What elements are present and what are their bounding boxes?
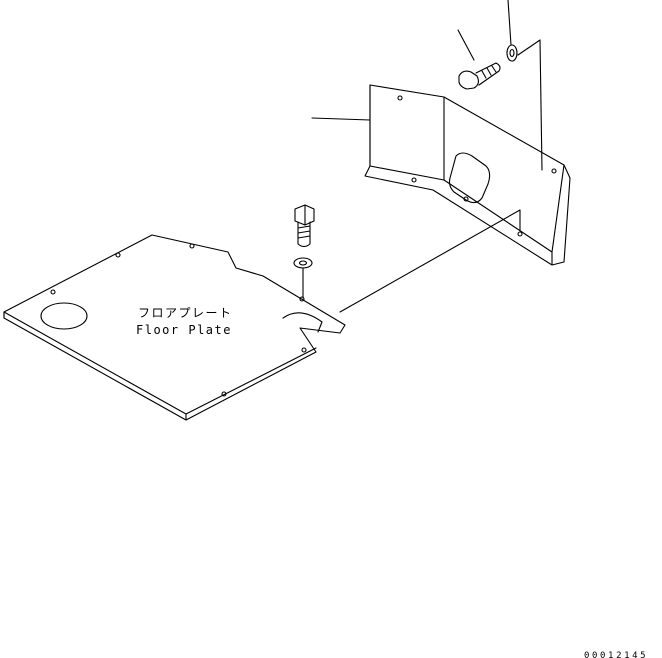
bracket-plate xyxy=(364,84,571,266)
floor-plate-bolt-hole xyxy=(221,391,227,397)
bracket-slot xyxy=(448,152,491,204)
floor-plate-bolt-hole xyxy=(299,296,305,302)
washer-upper xyxy=(506,44,518,62)
floor-plate-bolt-hole xyxy=(115,252,121,258)
drawing-number: 00012145 xyxy=(584,651,648,658)
floor-plate-access-hole xyxy=(40,302,88,330)
bolt-lower xyxy=(294,204,315,248)
floor-plate xyxy=(3,234,346,421)
floor-plate-bolt-hole xyxy=(189,243,195,249)
bracket-bolt-hole xyxy=(397,95,403,101)
bracket-bolt-hole xyxy=(411,177,417,183)
leader-lines xyxy=(311,0,543,313)
part-name-english: Floor Plate xyxy=(136,323,232,337)
bracket-bolt-hole xyxy=(551,168,557,174)
bracket-bolt-hole xyxy=(463,196,469,202)
washer-lower xyxy=(293,257,313,269)
part-name-japanese: フロアプレート xyxy=(138,306,233,320)
bolt-upper xyxy=(458,62,501,90)
bracket-bolt-hole xyxy=(517,231,523,237)
floor-plate-bolt-hole xyxy=(50,289,56,295)
floor-plate-bolt-hole xyxy=(301,347,307,353)
